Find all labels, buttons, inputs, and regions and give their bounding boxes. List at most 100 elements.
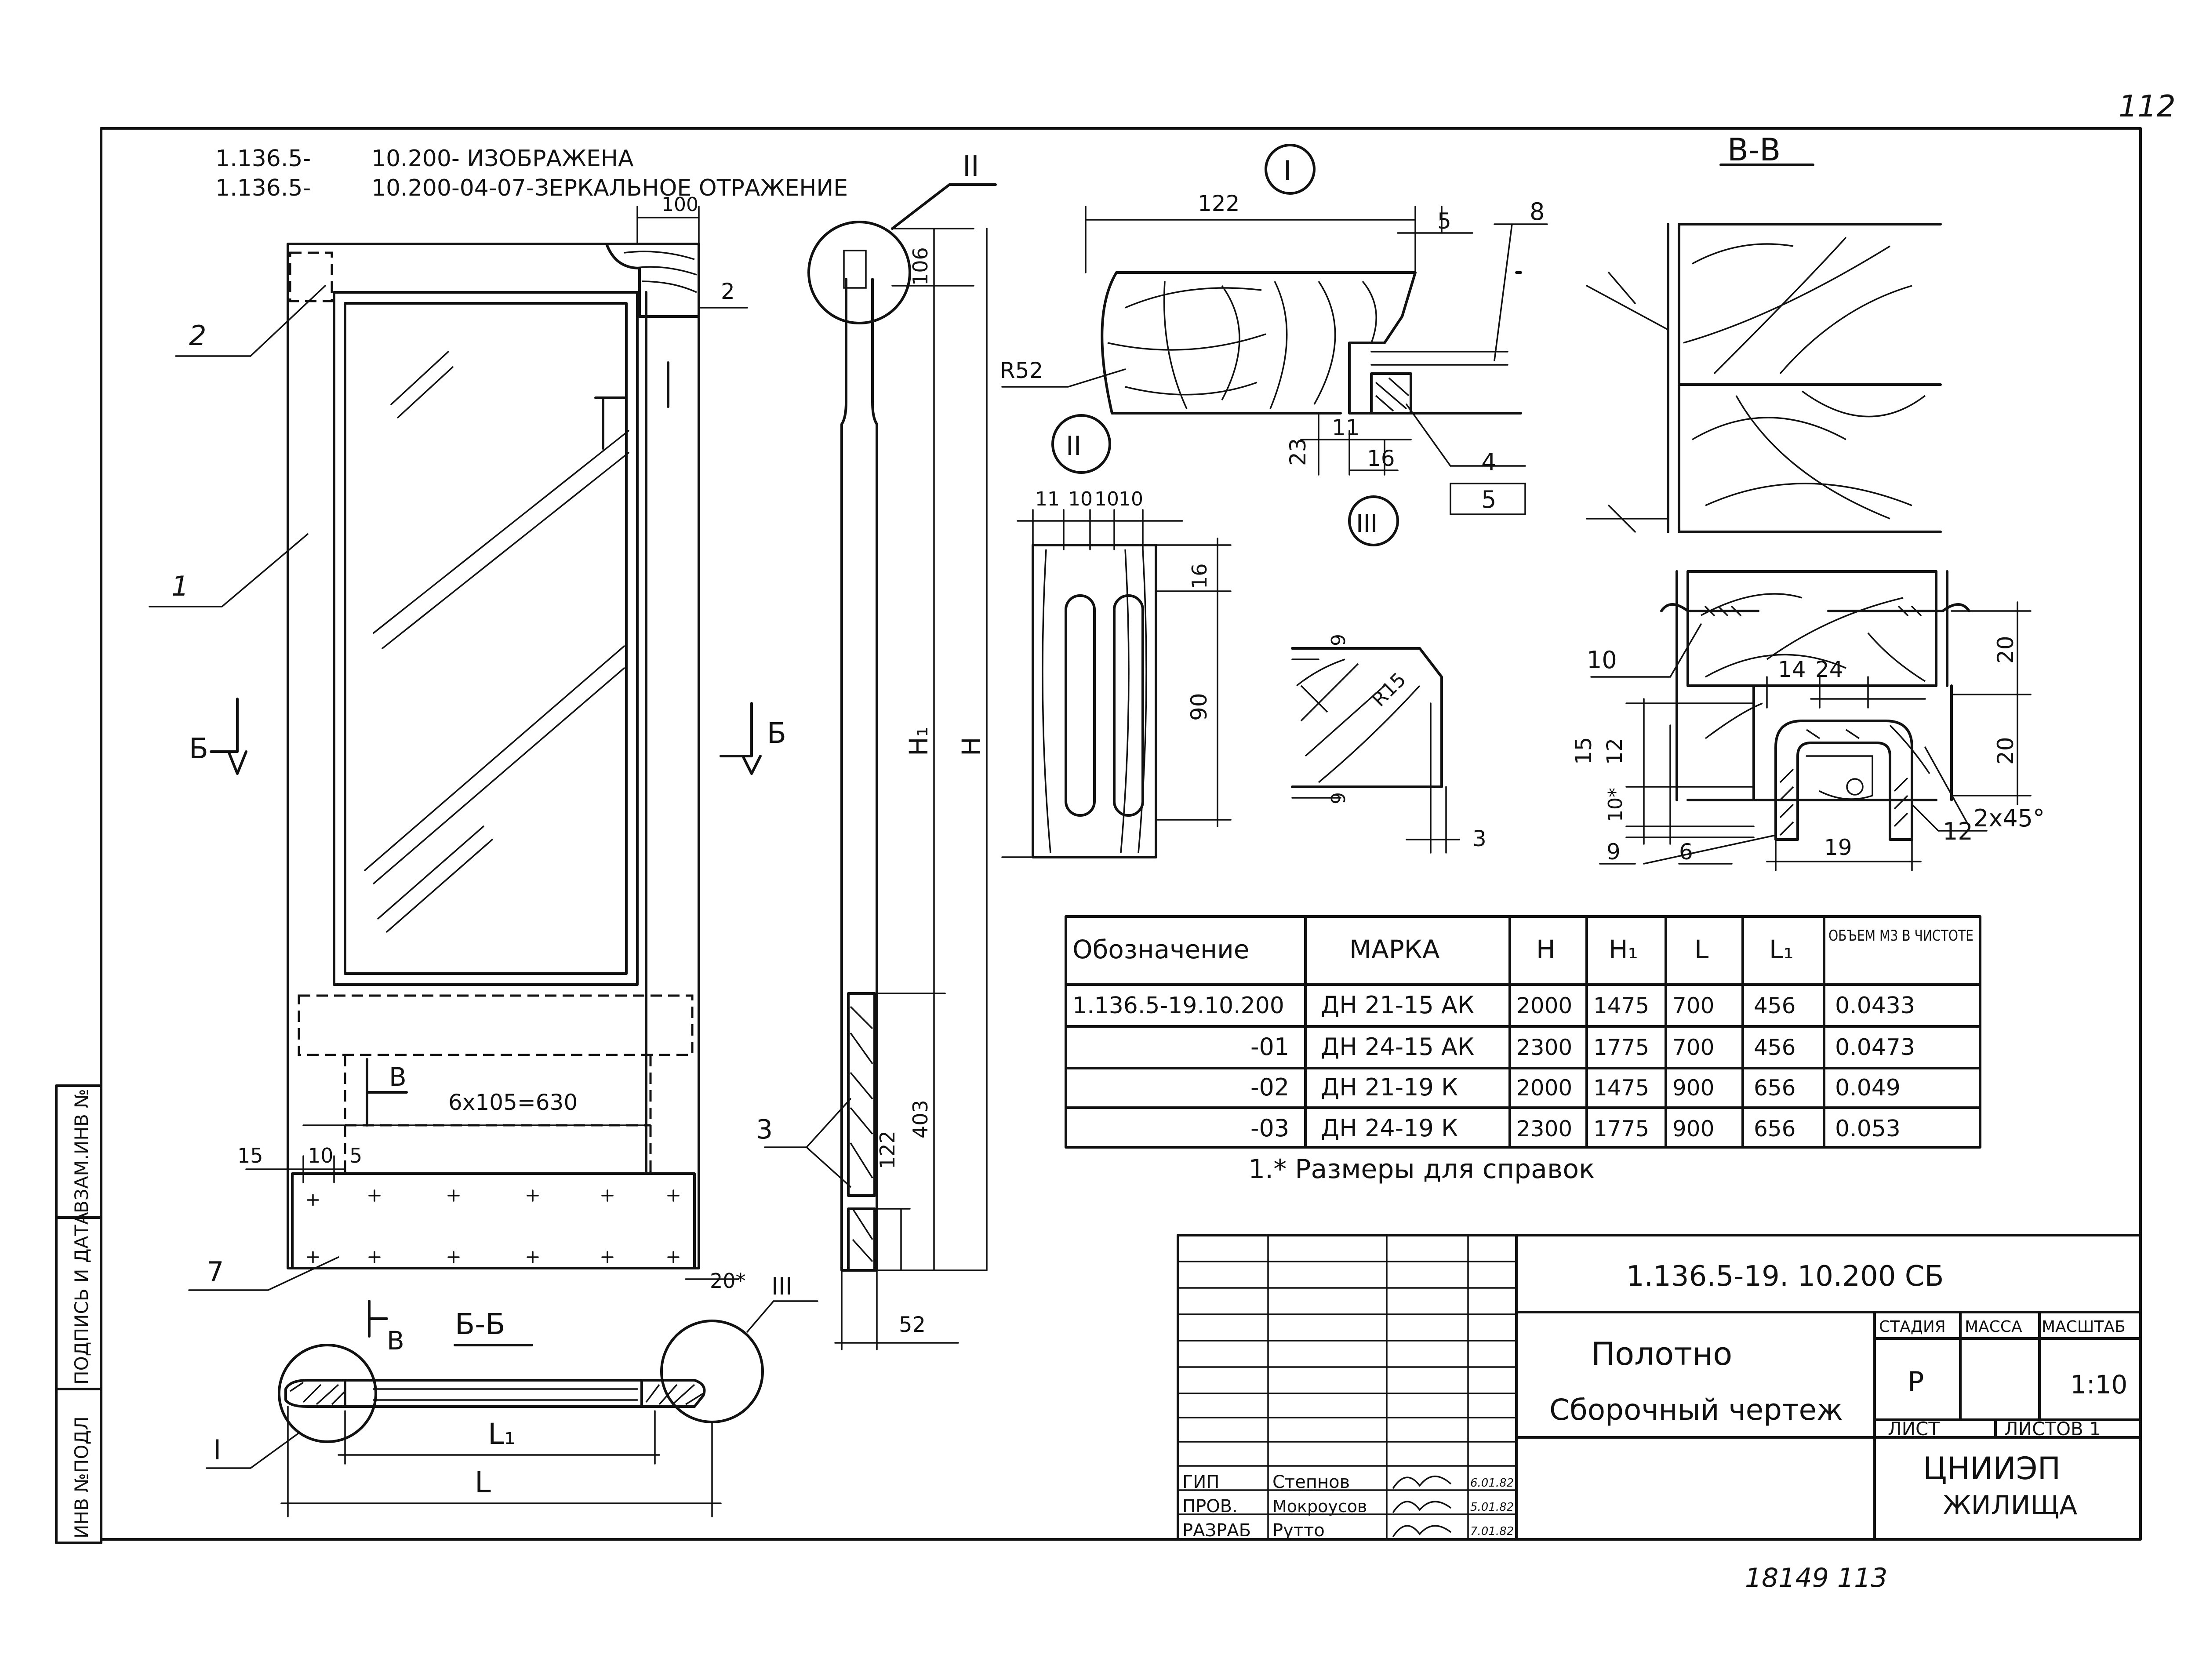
doc-code: 1.136.5-19. 10.200 СБ <box>1626 1260 1944 1293</box>
cut-label-right: Б <box>767 717 786 750</box>
svg-text:Рутто: Рутто <box>1272 1520 1325 1541</box>
callout-5: 5 <box>1481 486 1496 513</box>
dim-L: L <box>475 1465 491 1499</box>
svg-text:656: 656 <box>1754 1075 1795 1101</box>
dim-2: 2 <box>721 279 735 304</box>
dim-11: 11 <box>1332 415 1360 440</box>
dim-II-10a: 10 <box>1068 488 1093 510</box>
svg-text:2000: 2000 <box>1516 1075 1572 1101</box>
note-code-2: 1.136.5- <box>215 175 311 201</box>
dim-H1: H₁ <box>904 727 934 756</box>
callout-2: 2 <box>189 320 206 352</box>
cut-label-left: Б <box>189 733 208 765</box>
detail-II: II 11 10 10 10 16 90 <box>1001 414 1232 858</box>
dim-403: 403 <box>909 1100 932 1138</box>
dim-9-vv: 9 <box>1606 839 1621 865</box>
svg-text:ДН 21-15 АК: ДН 21-15 АК <box>1321 991 1474 1019</box>
org-line-1: ЦНИИЭП <box>1923 1451 2061 1487</box>
svg-text:-03: -03 <box>1250 1114 1289 1142</box>
section-VV: В-В 14 24 20 20 15 12 10* 9 6 19 10 1 <box>1571 132 2045 871</box>
mark-III-detail: III <box>1356 509 1378 538</box>
table-row: -02 ДН 21-19 К 2000 1475 900 656 0.049 <box>1250 1073 1901 1101</box>
mark-II-side: II <box>963 150 979 183</box>
th-mark: МАРКА <box>1349 935 1440 964</box>
svg-text:ДН 24-15 АК: ДН 24-15 АК <box>1321 1033 1474 1061</box>
svg-text:1775: 1775 <box>1593 1116 1649 1142</box>
dim-15: 15 <box>237 1144 263 1167</box>
svg-text:ДН 21-19 К: ДН 21-19 К <box>1321 1073 1458 1101</box>
cut-label-v-bottom: В <box>387 1326 404 1356</box>
side-section: II 106 H₁ H 403 122 52 3 <box>756 150 997 1350</box>
table-note: 1.* Размеры для справок <box>1248 1154 1595 1185</box>
staff-row: ГИП Степнов 6.01.82 <box>1182 1472 1514 1492</box>
table-row: -03 ДН 24-19 К 2300 1775 900 656 0.053 <box>1250 1114 1901 1142</box>
svg-text:5.01.82: 5.01.82 <box>1470 1501 1514 1514</box>
dim-9-bottom: 9 <box>1327 792 1350 804</box>
dim-5: 5 <box>349 1144 362 1167</box>
dim-II-11: 11 <box>1035 488 1060 510</box>
dim-52: 52 <box>899 1313 926 1337</box>
dim-16: 16 <box>1367 446 1395 471</box>
section-BB: Б-Б L₁ L I III <box>206 1273 818 1517</box>
th-volume: ОБЪЕМ М3 В ЧИСТОТЕ <box>1828 927 1974 945</box>
scale-value: 1:10 <box>2070 1370 2127 1400</box>
svg-text:700: 700 <box>1672 993 1714 1018</box>
svg-text:Мокроусов: Мокроусов <box>1272 1497 1367 1516</box>
scale-header: МАСШТАБ <box>2042 1318 2126 1336</box>
svg-text:0.0433: 0.0433 <box>1835 993 1915 1019</box>
door-front-view: Б Б В В 100 2 6x105=630 15 10 5 20* 2 1 … <box>149 193 786 1356</box>
callout-4: 4 <box>1481 448 1496 476</box>
detail-III: III 9 9 R15 3 <box>1291 495 1487 854</box>
dim-5-I: 5 <box>1437 208 1451 234</box>
org-line-2: ЖИЛИЩА <box>1943 1490 2077 1521</box>
staff-row: РАЗРАБ Рутто 7.01.82 <box>1182 1520 1514 1541</box>
callout-12: 12 <box>1943 818 1973 845</box>
svg-text:-01: -01 <box>1250 1033 1289 1061</box>
svg-text:2300: 2300 <box>1516 1035 1572 1060</box>
detail-I: I 122 5 8 R52 23 11 16 4 5 <box>1000 144 1548 515</box>
svg-text:0.049: 0.049 <box>1835 1075 1901 1101</box>
mark-I-detail: I <box>1283 155 1291 187</box>
r15: R15 <box>1368 669 1410 711</box>
callout-8: 8 <box>1530 198 1545 225</box>
svg-text:ДН 24-19 К: ДН 24-19 К <box>1321 1114 1458 1142</box>
dim-10-vv: 10* <box>1604 788 1627 822</box>
svg-text:456: 456 <box>1754 993 1795 1018</box>
dim-12-vv: 12 <box>1603 738 1627 765</box>
side-stamp: ИНВ №ПОДЛ ПОДПИСЬ И ДАТА ВЗАМ.ИНВ № <box>55 1084 102 1544</box>
th-H: H <box>1536 935 1556 964</box>
callout-1: 1 <box>171 570 189 602</box>
dim-H: H <box>956 737 986 756</box>
chamfer: 2x45° <box>1974 804 2045 832</box>
dim-II-10c: 10 <box>1119 488 1143 510</box>
svg-text:2000: 2000 <box>1516 993 1572 1018</box>
dim-L1: L₁ <box>488 1417 516 1451</box>
staff-row: ПРОВ. Мокроусов 5.01.82 <box>1182 1496 1514 1516</box>
svg-text:ПРОВ.: ПРОВ. <box>1182 1496 1238 1516</box>
page-number: 112 <box>2119 89 2176 124</box>
mark-III-bb: III <box>771 1273 792 1300</box>
th-designation: Обозначение <box>1072 935 1249 964</box>
svg-text:7.01.82: 7.01.82 <box>1470 1525 1514 1538</box>
dim-II-10b: 10 <box>1094 488 1119 510</box>
table-row: -01 ДН 24-15 АК 2300 1775 700 456 0.0473 <box>1250 1033 1915 1061</box>
stage-value: Р <box>1908 1366 1924 1398</box>
svg-text:6.01.82: 6.01.82 <box>1470 1476 1514 1490</box>
dim-II-90: 90 <box>1186 693 1212 721</box>
table-row: 1.136.5-19.10.200 ДН 21-15 АК 2000 1475 … <box>1072 991 1915 1019</box>
dim-10: 10 <box>308 1144 334 1167</box>
svg-text:1775: 1775 <box>1593 1035 1649 1060</box>
dim-122-I: 122 <box>1198 191 1239 216</box>
th-H1: H₁ <box>1609 935 1638 964</box>
callout-3: 3 <box>756 1114 773 1145</box>
footer-numbers: 18149 113 <box>1745 1563 1887 1593</box>
dim-panel: 6x105=630 <box>448 1090 578 1115</box>
dim-20-a: 20 <box>1993 636 2018 664</box>
dim-14: 14 <box>1778 657 1806 682</box>
svg-text:2300: 2300 <box>1516 1116 1572 1142</box>
dim-20: 20* <box>710 1269 746 1293</box>
dim-100: 100 <box>661 193 698 216</box>
svg-text:900: 900 <box>1672 1075 1714 1101</box>
dim-3-III: 3 <box>1472 826 1487 851</box>
